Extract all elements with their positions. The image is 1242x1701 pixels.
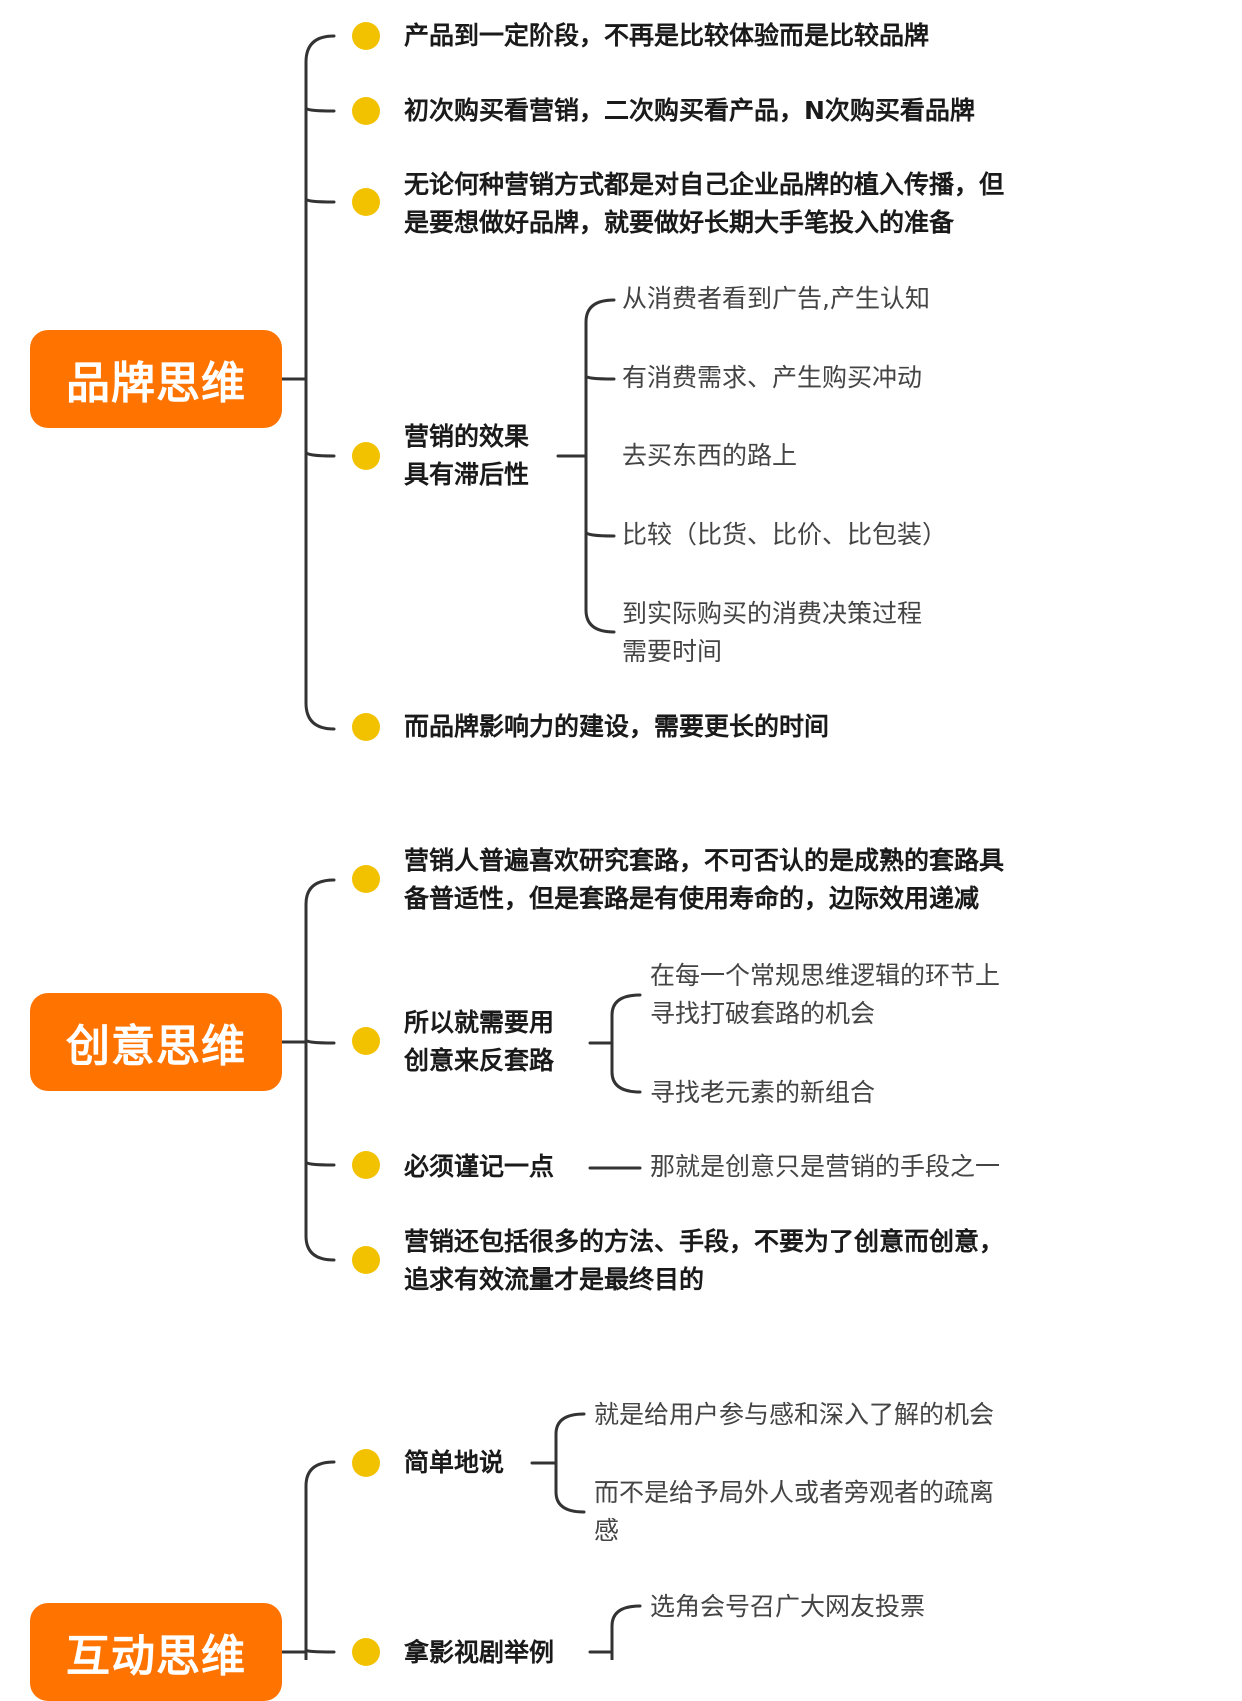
connector-lines <box>280 34 642 1660</box>
bullet-dot <box>352 442 380 470</box>
child-node-text[interactable]: 需要时间 <box>622 637 723 666</box>
bullet-dot <box>352 713 380 741</box>
node-text[interactable]: 必须谨记一点 <box>404 1152 555 1181</box>
bullet-dot <box>352 97 380 125</box>
child-node-text[interactable]: 就是给用户参与感和深入了解的机会 <box>594 1400 995 1429</box>
node-text[interactable]: 初次购买看营销，二次购买看产品，N次购买看品牌 <box>404 96 975 125</box>
node-text[interactable]: 是要想做好品牌，就要做好长期大手笔投入的准备 <box>404 208 955 237</box>
root-node-interactive-thinking[interactable]: 互动思维 <box>30 1603 282 1701</box>
node-text[interactable]: 简单地说 <box>404 1448 505 1477</box>
node-text[interactable]: 营销的效果 <box>404 422 530 451</box>
node-text[interactable]: 追求有效流量才是最终目的 <box>404 1265 705 1294</box>
child-node-text[interactable]: 寻找老元素的新组合 <box>650 1078 876 1107</box>
child-node-text[interactable]: 感 <box>594 1516 620 1545</box>
bullet-dot <box>352 1449 380 1477</box>
bullet-dot <box>352 188 380 216</box>
node-text[interactable]: 营销人普遍喜欢研究套路，不可否认的是成熟的套路具 <box>404 846 1005 875</box>
bullet-dot <box>352 1638 380 1666</box>
child-node-text[interactable]: 到实际购买的消费决策过程 <box>622 599 923 628</box>
node-text[interactable]: 产品到一定阶段，不再是比较体验而是比较品牌 <box>404 21 930 50</box>
child-node-text[interactable]: 比较（比货、比价、比包装） <box>622 520 948 549</box>
child-node-text[interactable]: 在每一个常规思维逻辑的环节上 <box>650 961 1001 990</box>
child-node-text[interactable]: 那就是创意只是营销的手段之一 <box>650 1152 1001 1181</box>
node-text[interactable]: 所以就需要用 <box>404 1008 555 1037</box>
node-text[interactable]: 备普适性，但是套路是有使用寿命的，边际效用递减 <box>404 884 980 913</box>
bullet-dot <box>352 22 380 50</box>
node-text[interactable]: 创意来反套路 <box>404 1046 555 1075</box>
node-text[interactable]: 拿影视剧举例 <box>404 1638 555 1667</box>
child-node-text[interactable]: 而不是给予局外人或者旁观者的疏离 <box>594 1478 995 1507</box>
bullet-dot <box>352 1246 380 1274</box>
child-node-text[interactable]: 从消费者看到广告,产生认知 <box>622 284 930 313</box>
child-node-text[interactable]: 寻找打破套路的机会 <box>650 999 876 1028</box>
root-node-creative-thinking[interactable]: 创意思维 <box>30 993 282 1091</box>
node-text[interactable]: 无论何种营销方式都是对自己企业品牌的植入传播，但 <box>404 170 1005 199</box>
node-text[interactable]: 而品牌影响力的建设，需要更长的时间 <box>404 712 830 741</box>
bullet-dot <box>352 1151 380 1179</box>
bullet-dot <box>352 1027 380 1055</box>
child-node-text[interactable]: 选角会号召广大网友投票 <box>650 1592 926 1621</box>
child-node-text[interactable]: 去买东西的路上 <box>622 441 798 470</box>
child-node-text[interactable]: 有消费需求、产生购买冲动 <box>622 363 923 392</box>
bullet-dot <box>352 865 380 893</box>
root-node-brand-thinking[interactable]: 品牌思维 <box>30 330 282 428</box>
node-text[interactable]: 营销还包括很多的方法、手段，不要为了创意而创意， <box>404 1227 1005 1256</box>
node-text[interactable]: 具有滞后性 <box>404 460 530 489</box>
